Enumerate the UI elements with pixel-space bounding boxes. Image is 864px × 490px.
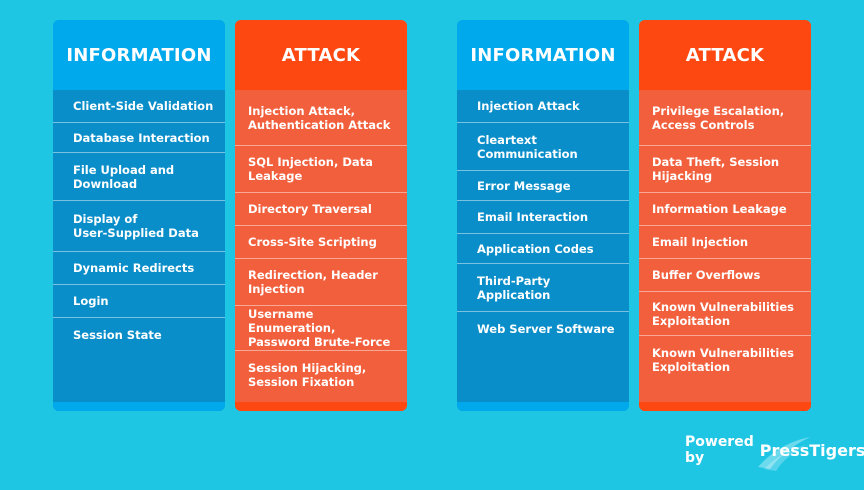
attack-card-1: ATTACK Injection Attack,Authentication A…: [235, 20, 407, 411]
list-item: Dynamic Redirects: [53, 252, 225, 285]
information-card-1: INFORMATION Client-Side Validation Datab…: [53, 20, 225, 411]
list-item: Client-Side Validation: [53, 90, 225, 123]
list-item: Email Interaction: [457, 201, 629, 234]
attack-list: Privilege Escalation,Access Controls Dat…: [639, 90, 811, 384]
list-item: Information Leakage: [639, 193, 811, 226]
list-item: Directory Traversal: [235, 193, 407, 226]
card-footer: [457, 402, 629, 411]
presstigers-logo: PressTigers: [757, 436, 864, 471]
card-title: INFORMATION: [53, 20, 225, 90]
list-item: Username Enumeration,Password Brute-Forc…: [235, 306, 407, 351]
swoosh-icon: [757, 436, 810, 471]
attack-list: Injection Attack,Authentication Attack S…: [235, 90, 407, 399]
card-title: ATTACK: [639, 20, 811, 90]
list-item: Login: [53, 285, 225, 318]
list-item: Error Message: [457, 171, 629, 201]
card-title: INFORMATION: [457, 20, 629, 90]
logo-text: PressTigers: [759, 440, 864, 460]
list-item: Injection Attack,Authentication Attack: [235, 90, 407, 146]
information-list: Client-Side Validation Database Interact…: [53, 90, 225, 351]
attack-card-2: ATTACK Privilege Escalation,Access Contr…: [639, 20, 811, 411]
list-item: Application Codes: [457, 234, 629, 264]
list-item: Injection Attack: [457, 90, 629, 123]
powered-by-text: Powered by: [685, 434, 754, 466]
list-item: Session Hijacking,Session Fixation: [248, 361, 367, 389]
card-footer: [235, 402, 407, 411]
card-footer: [53, 402, 225, 411]
list-item: Email Injection: [639, 226, 811, 259]
list-item: Web Server Software: [477, 321, 615, 336]
card-title: ATTACK: [235, 20, 407, 90]
list-item: Buffer Overflows: [639, 259, 811, 292]
list-item: Database Interaction: [53, 123, 225, 153]
powered-by-branding: Powered by PressTigers: [685, 434, 864, 471]
list-item: Cross-Site Scripting: [235, 226, 407, 259]
card-footer: [639, 402, 811, 411]
list-item: Privilege Escalation,Access Controls: [639, 90, 811, 146]
list-item: Session State: [73, 327, 162, 342]
